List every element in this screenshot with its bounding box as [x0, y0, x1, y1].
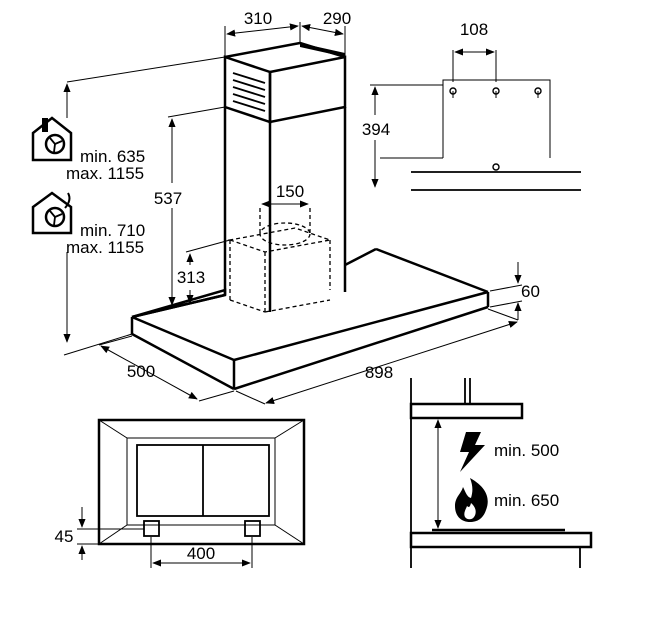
filter-box-hidden — [227, 208, 333, 313]
dim-label-45: 45 — [55, 527, 74, 546]
dim-label-537: 537 — [154, 189, 182, 208]
dim-canopy-thickness: 60 — [489, 262, 540, 320]
dim-label-150: 150 — [276, 182, 304, 201]
recirculation-min: min. 710 — [80, 221, 145, 240]
recirculation-icon — [31, 191, 73, 235]
extraction-min: min. 635 — [80, 147, 145, 166]
chimney-upper — [223, 41, 347, 124]
dim-canopy-depth: 500 — [98, 335, 235, 402]
dim-chimney-top: 310 290 — [224, 9, 351, 57]
mounting-holes — [449, 87, 542, 171]
dim-label-108: 108 — [460, 20, 488, 39]
dim-outlet: 150 — [261, 182, 309, 208]
dim-label-394: 394 — [362, 120, 390, 139]
dim-label-60: 60 — [521, 282, 540, 301]
dim-filter-box: 313 — [177, 239, 231, 304]
dim-label-500: 500 — [127, 362, 155, 381]
extraction-mode: min. 635 max. 1155 — [31, 116, 145, 183]
flame-icon — [455, 478, 488, 522]
dim-label-313: 313 — [177, 268, 205, 287]
dim-canopy-width: 898 — [235, 308, 519, 405]
dim-label-chimney-width: 310 — [244, 9, 272, 28]
bottom-view: 45 400 — [55, 418, 306, 568]
dim-total-height — [63, 56, 226, 356]
extraction-max: max. 1155 — [66, 164, 144, 183]
recirculation-mode: min. 710 max. 1155 — [31, 191, 145, 257]
dim-label-chimney-depth: 290 — [323, 9, 351, 28]
recirculation-max: max. 1155 — [66, 238, 144, 257]
lightning-icon — [460, 432, 485, 472]
chimney-lower — [223, 106, 347, 312]
bracket-view: 108 394 — [362, 20, 581, 191]
dim-label-400: 400 — [187, 544, 215, 563]
clearance-electric: min. 500 — [494, 441, 559, 460]
dim-chimney-inner: 537 — [154, 106, 226, 306]
clearance-view: min. 500 min. 650 — [409, 378, 593, 568]
extraction-icon — [31, 116, 73, 162]
dim-label-898: 898 — [365, 363, 393, 382]
clearance-gas: min. 650 — [494, 491, 559, 510]
chimney-vents — [232, 72, 266, 112]
